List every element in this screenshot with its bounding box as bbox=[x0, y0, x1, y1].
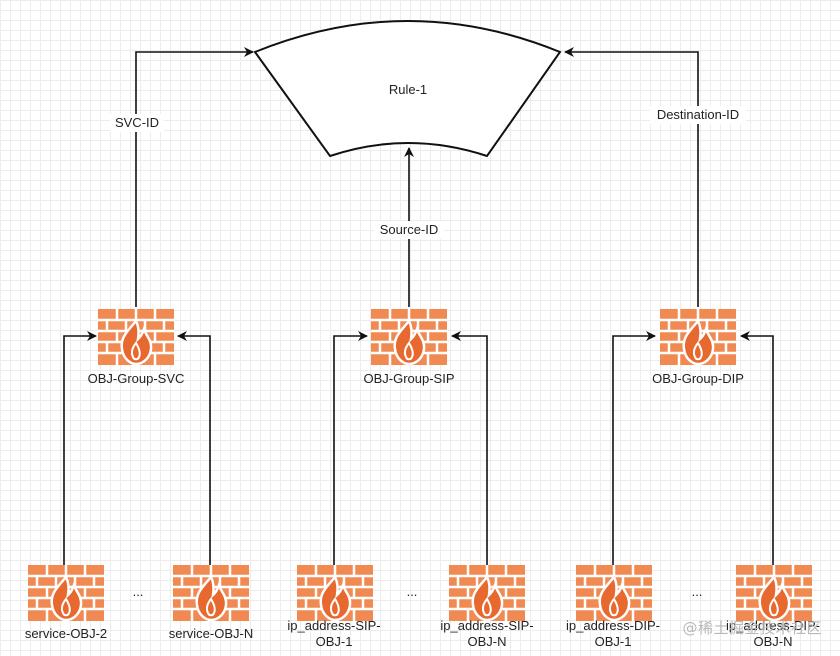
object-label-dip-1-line2: OBJ-1 bbox=[595, 634, 632, 649]
firewall-icon[interactable] bbox=[574, 563, 654, 623]
object-label-dip-1-line1: ip_address-DIP- bbox=[566, 618, 660, 633]
group-label-sip: OBJ-Group-SIP bbox=[363, 371, 454, 386]
ellipsis-dip: ... bbox=[692, 584, 703, 599]
firewall-icon[interactable] bbox=[369, 307, 449, 367]
ellipsis-svc: ... bbox=[133, 584, 144, 599]
object-label-sip-1-line2: OBJ-1 bbox=[316, 634, 353, 649]
ellipsis-sip: ... bbox=[407, 584, 418, 599]
object-label-dip-n-line2: OBJ-N bbox=[754, 634, 793, 649]
edge-dip-1-to-group bbox=[612, 331, 656, 565]
edge-label-svc-id: SVC-ID bbox=[115, 115, 159, 130]
firewall-icon[interactable] bbox=[96, 307, 176, 367]
edge-sip-n-to-group bbox=[451, 331, 488, 565]
edge-service-n-to-group bbox=[177, 331, 211, 565]
edge-dip-n-to-group bbox=[740, 331, 774, 565]
edge-label-destination-id: Destination-ID bbox=[657, 107, 739, 122]
firewall-icon[interactable] bbox=[447, 563, 527, 623]
object-label-dip-n-line1: ip_address-DIP- bbox=[726, 618, 820, 633]
edge-dip-to-rule bbox=[564, 47, 699, 307]
object-label-sip-n-line1: ip_address-SIP- bbox=[440, 618, 533, 633]
edge-sip-1-to-group bbox=[333, 331, 368, 565]
firewall-icon[interactable] bbox=[658, 307, 738, 367]
object-label-service-2: service-OBJ-2 bbox=[25, 626, 107, 641]
edge-svc-to-rule bbox=[135, 47, 254, 307]
firewall-icon[interactable] bbox=[26, 563, 106, 623]
rule-label: Rule-1 bbox=[389, 82, 427, 97]
edge-label-source-id: Source-ID bbox=[380, 222, 439, 237]
object-label-service-n: service-OBJ-N bbox=[169, 626, 254, 641]
firewall-icon[interactable] bbox=[171, 563, 251, 623]
group-label-svc: OBJ-Group-SVC bbox=[88, 371, 185, 386]
rule-shape[interactable] bbox=[253, 20, 562, 158]
firewall-icon[interactable] bbox=[734, 563, 814, 623]
firewall-icon[interactable] bbox=[295, 563, 375, 623]
object-label-sip-1-line1: ip_address-SIP- bbox=[287, 618, 380, 633]
edge-service-2-to-group bbox=[63, 331, 97, 565]
object-label-sip-n-line2: OBJ-N bbox=[468, 634, 507, 649]
group-label-dip: OBJ-Group-DIP bbox=[652, 371, 744, 386]
